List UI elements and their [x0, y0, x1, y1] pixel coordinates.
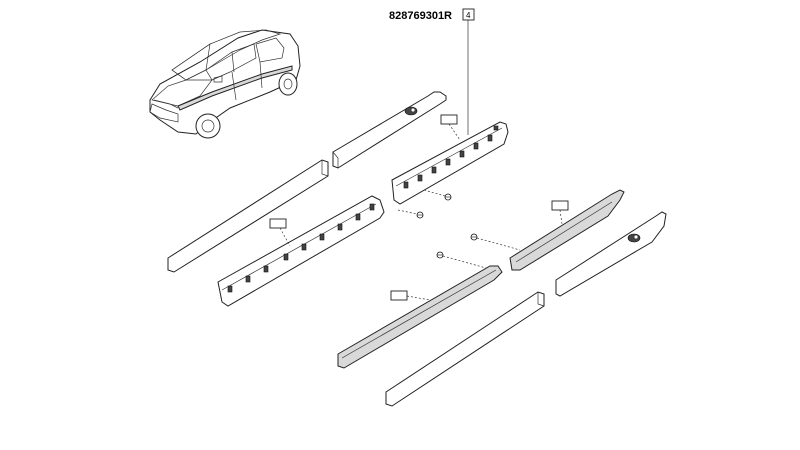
moulding-front-wing-outer[interactable]	[555, 211, 667, 297]
car-illustration	[149, 29, 301, 139]
moulding-front-inner-clips[interactable]	[217, 195, 385, 307]
moulding-front-outer-left[interactable]	[167, 159, 329, 273]
label-marker-2[interactable]	[269, 218, 287, 229]
moulding-rear-outer-upper[interactable]	[332, 91, 447, 169]
screw-icon-1[interactable]	[416, 211, 424, 219]
callout-number: 4	[466, 11, 471, 20]
part-number-label: 828769301R	[389, 10, 452, 22]
label-marker-1[interactable]	[440, 114, 458, 125]
screw-icon-2[interactable]	[444, 193, 452, 201]
screw-icon-3[interactable]	[470, 233, 478, 241]
label-marker-4[interactable]	[390, 290, 408, 301]
label-marker-3[interactable]	[551, 200, 569, 211]
callout-4[interactable]: 4	[462, 8, 475, 21]
screw-icon-4[interactable]	[436, 251, 444, 259]
moulding-rear-inner-clips[interactable]	[391, 121, 509, 205]
moulding-rear-lower-shaded[interactable]	[337, 265, 503, 369]
moulding-rear-lower-outer[interactable]	[385, 291, 545, 407]
moulding-front-wing-right[interactable]	[509, 189, 625, 271]
